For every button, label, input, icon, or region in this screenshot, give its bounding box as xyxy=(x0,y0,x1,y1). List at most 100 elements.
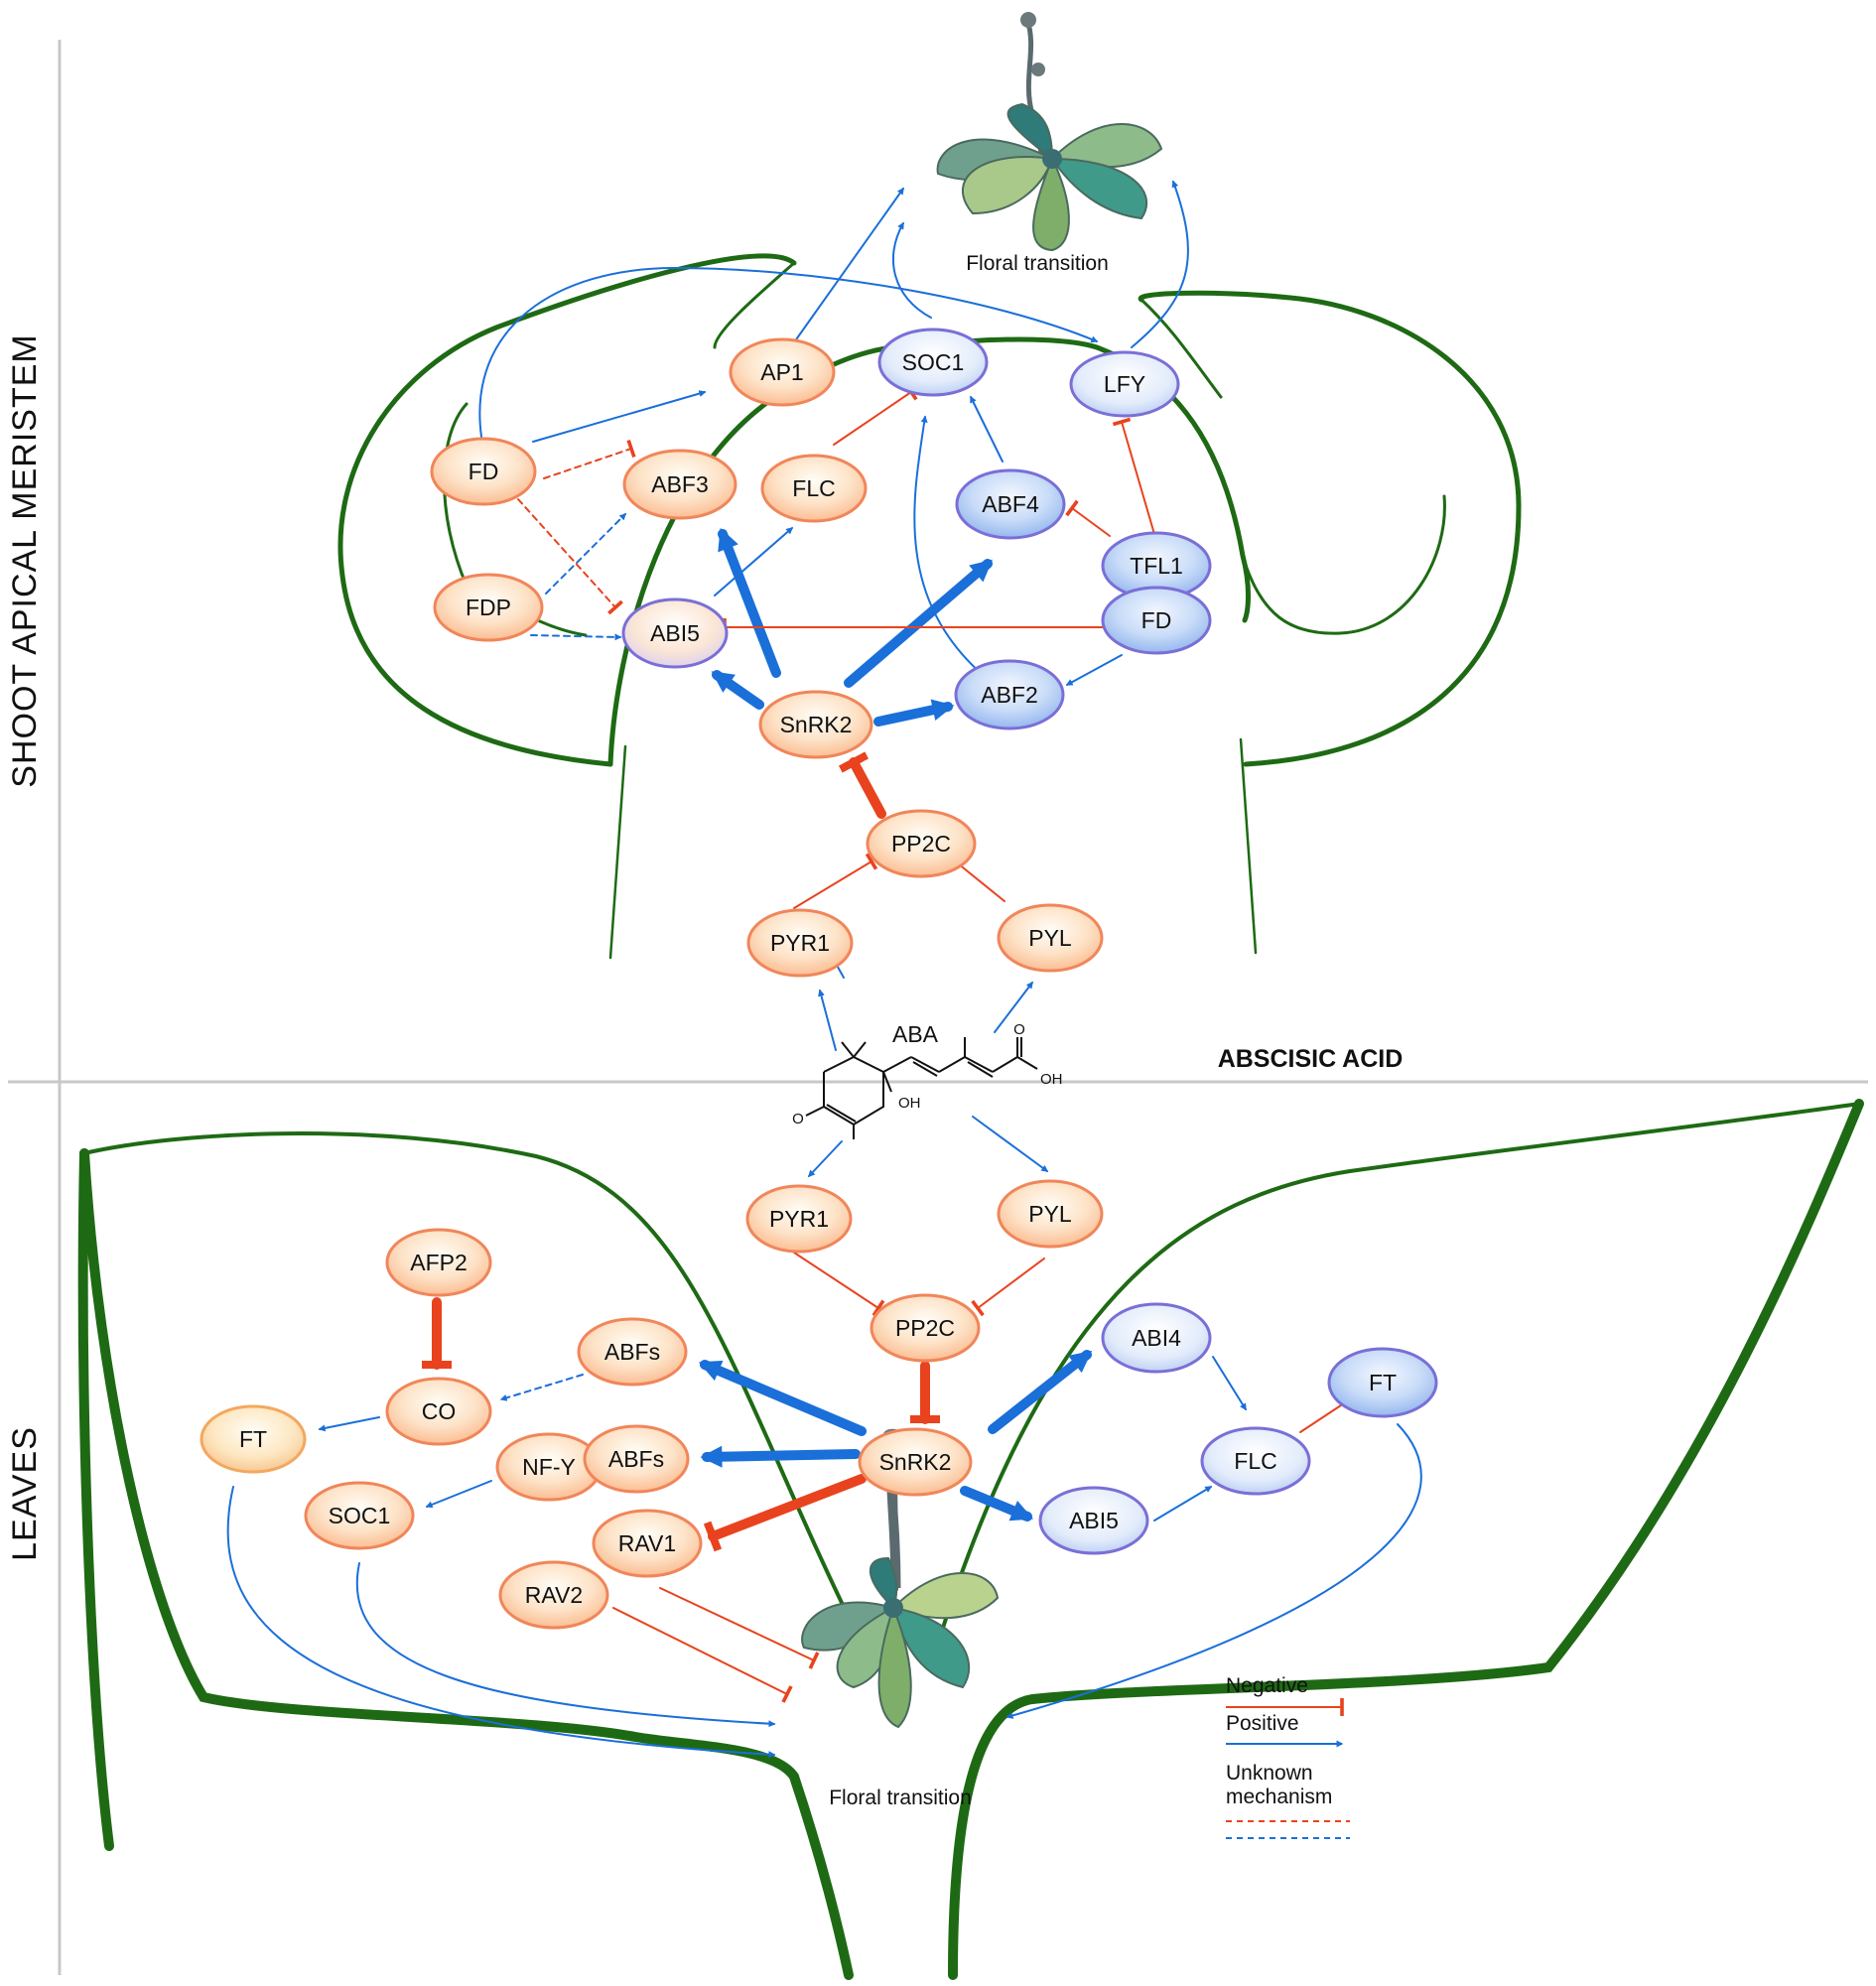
edges-top xyxy=(478,180,1189,1051)
edge-snrk2-to-abf2 xyxy=(873,699,955,727)
edge-abi5-to-flc-bot xyxy=(1153,1486,1213,1522)
svg-text:PYR1: PYR1 xyxy=(770,930,830,956)
edge-fdp-to-abf3 xyxy=(545,513,626,595)
legend-unknown-label-1: Unknown xyxy=(1226,1762,1313,1785)
edge-fd-to-abf2 xyxy=(1065,654,1123,686)
shoot-meristem-outline xyxy=(337,253,1522,960)
svg-text:ABF3: ABF3 xyxy=(651,471,709,497)
node-fdp: FDP xyxy=(433,573,544,642)
svg-text:ABF2: ABF2 xyxy=(981,682,1038,708)
node-snrk2-top: SnRK2 xyxy=(758,690,873,759)
svg-text:SOC1: SOC1 xyxy=(329,1503,391,1528)
edge-fd-to-lfy xyxy=(478,266,1099,438)
edge-aba-to-pyl-top xyxy=(994,981,1033,1033)
node-abi5-top: ABI5 xyxy=(621,597,729,669)
node-fd-blue: FD xyxy=(1101,586,1212,655)
edge-snrk2-to-abi5 xyxy=(711,670,764,710)
svg-text:PYL: PYL xyxy=(1028,925,1072,951)
edge-ap1-to-floral xyxy=(793,187,904,343)
edge-tfl1-to-lfy xyxy=(1112,417,1157,542)
edge-snrk2-to-abf4 xyxy=(844,559,994,688)
edge-flc-to-soc1 xyxy=(833,383,918,446)
svg-text:SnRK2: SnRK2 xyxy=(879,1449,952,1475)
svg-text:AFP2: AFP2 xyxy=(410,1250,468,1275)
svg-text:ABFs: ABFs xyxy=(608,1446,664,1472)
node-abfs-1: ABFs xyxy=(577,1317,688,1387)
svg-text:PP2C: PP2C xyxy=(895,1315,955,1341)
node-flc-top: FLC xyxy=(760,454,868,523)
edge-fd-to-abi5-dashed xyxy=(517,498,623,615)
svg-text:FD: FD xyxy=(469,459,499,484)
svg-text:NF-Y: NF-Y xyxy=(522,1454,576,1480)
svg-text:ABI4: ABI4 xyxy=(1132,1325,1181,1351)
edge-snrk2-to-abf3 xyxy=(718,527,781,678)
edge-snrk2-to-abi5-bot xyxy=(960,1486,1034,1522)
edge-fd-to-abf3 xyxy=(543,439,636,479)
node-afp2: AFP2 xyxy=(385,1228,492,1297)
edge-snrk2-to-abfs2 xyxy=(700,1445,861,1468)
svg-text:ABFs: ABFs xyxy=(604,1339,660,1365)
edge-lfy-to-floral xyxy=(1131,180,1189,348)
aba-o-ketone: O xyxy=(792,1111,804,1127)
node-pyr1-bot: PYR1 xyxy=(745,1184,853,1254)
svg-text:SnRK2: SnRK2 xyxy=(780,712,853,737)
svg-text:FT: FT xyxy=(1369,1370,1397,1395)
node-pp2c-bot: PP2C xyxy=(870,1293,981,1363)
edge-pyl-to-pp2c-bot xyxy=(971,1258,1045,1317)
svg-text:ABI5: ABI5 xyxy=(650,620,700,646)
floral-transition-bottom-caption: Floral transition xyxy=(829,1787,972,1809)
node-rav2: RAV2 xyxy=(498,1560,609,1630)
aba-o-acid: O xyxy=(1013,1021,1025,1038)
edge-rav1-to-floral xyxy=(659,1587,820,1669)
aba-oh-acid: OH xyxy=(1040,1071,1063,1088)
svg-text:FD: FD xyxy=(1141,607,1172,633)
abscisic-acid-label: ABSCISIC ACID xyxy=(1218,1045,1404,1073)
node-ft-left: FT xyxy=(200,1404,307,1474)
edge-abf4-to-soc1 xyxy=(970,395,1004,463)
floral-transition-top-caption: Floral transition xyxy=(966,252,1109,275)
svg-text:FLC: FLC xyxy=(792,475,835,501)
svg-text:PP2C: PP2C xyxy=(891,831,951,857)
node-ap1: AP1 xyxy=(729,337,836,407)
edge-co-to-ft xyxy=(318,1416,380,1432)
edge-soc1-to-floral xyxy=(355,1562,776,1728)
node-pyr1-top: PYR1 xyxy=(746,908,854,978)
edge-pyr1-to-pp2c xyxy=(793,853,878,909)
edge-abf2-to-soc1 xyxy=(913,415,984,676)
node-flc-bot: FLC xyxy=(1200,1426,1311,1496)
edge-pyl-to-pp2c xyxy=(950,855,1005,902)
svg-text:TFL1: TFL1 xyxy=(1130,553,1183,579)
node-abf3: ABF3 xyxy=(622,449,737,520)
section-label-shoot: SHOOT APICAL MERISTEM xyxy=(6,333,44,787)
nodes: AP1 SOC1 LFY FD ABF3 FLC ABF4 TFL1 xyxy=(200,328,1438,1630)
node-soc1-top: SOC1 xyxy=(877,328,989,397)
node-lfy: LFY xyxy=(1069,350,1180,418)
node-abfs-2: ABFs xyxy=(583,1424,690,1494)
edge-snrk2-to-abfs1 xyxy=(698,1360,867,1436)
edge-ft-left-to-floral xyxy=(226,1486,776,1759)
node-snrk2-bot: SnRK2 xyxy=(858,1427,973,1497)
node-pyl-top: PYL xyxy=(997,903,1104,973)
edge-snrk2-to-abi4 xyxy=(988,1350,1093,1434)
edge-pyr1-to-pp2c-bot xyxy=(793,1252,885,1317)
edge-pp2c-to-snrk2 xyxy=(838,751,886,819)
svg-text:RAV2: RAV2 xyxy=(525,1582,583,1608)
edge-abi5-to-flc xyxy=(714,527,794,596)
node-fd-top: FD xyxy=(430,437,537,506)
edge-aba-to-pyr1-top xyxy=(818,989,837,1051)
edge-tfl1-to-abf4 xyxy=(1065,499,1111,537)
legend-unknown-label-2: mechanism xyxy=(1226,1786,1332,1808)
node-nfy: NF-Y xyxy=(495,1432,603,1502)
svg-text:SOC1: SOC1 xyxy=(902,349,965,375)
svg-text:AP1: AP1 xyxy=(760,359,803,385)
svg-text:ABF4: ABF4 xyxy=(982,491,1039,517)
flower-illustration-top xyxy=(936,12,1163,252)
svg-text:PYR1: PYR1 xyxy=(769,1206,829,1232)
node-pyl-bot: PYL xyxy=(997,1179,1104,1249)
leaf-outline xyxy=(77,1099,1864,1980)
edge-fd-to-ap1 xyxy=(532,390,707,443)
aba-chemical-structure xyxy=(805,1037,1038,1139)
svg-text:FT: FT xyxy=(239,1426,267,1452)
